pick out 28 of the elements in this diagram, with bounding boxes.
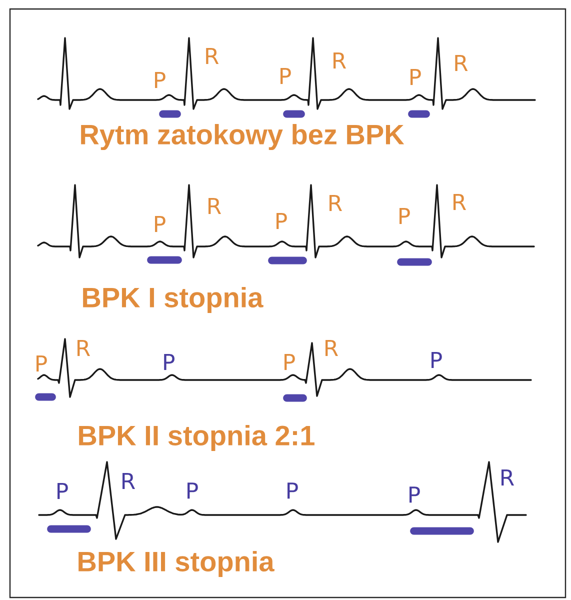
wave-label: P	[36, 356, 47, 372]
wave-label: P	[155, 72, 166, 88]
wave-label: P	[280, 68, 291, 84]
wave-label: R	[330, 195, 342, 212]
wave-label: P	[432, 352, 442, 368]
wave-label: P	[188, 482, 198, 499]
strip-caption: BPK I stopnia	[83, 286, 264, 314]
wave-label: R	[502, 470, 514, 486]
wave-label: R	[455, 55, 468, 72]
wave-label: R	[122, 473, 135, 490]
strip-caption: BPK III stopnia	[78, 550, 274, 578]
wave-label: P	[410, 486, 420, 503]
wave-label: P	[284, 354, 295, 370]
wave-label: R	[206, 48, 219, 64]
wave-label: P	[410, 69, 421, 86]
wave-label: R	[326, 340, 338, 356]
wave-label: R	[78, 340, 90, 356]
wave-label: P	[58, 483, 68, 500]
wave-label: P	[164, 354, 174, 370]
strip-caption: BPK II stopnia 2:1	[79, 424, 314, 452]
wave-label: P	[288, 482, 298, 499]
wave-label: R	[454, 194, 466, 210]
strip-caption: Rytm zatokowy bez BPK	[81, 124, 404, 150]
wave-label: P	[400, 208, 410, 224]
wave-label: R	[208, 198, 221, 214]
wave-label: P	[276, 213, 287, 230]
wave-label: P	[155, 216, 166, 232]
wave-label: R	[334, 52, 346, 69]
